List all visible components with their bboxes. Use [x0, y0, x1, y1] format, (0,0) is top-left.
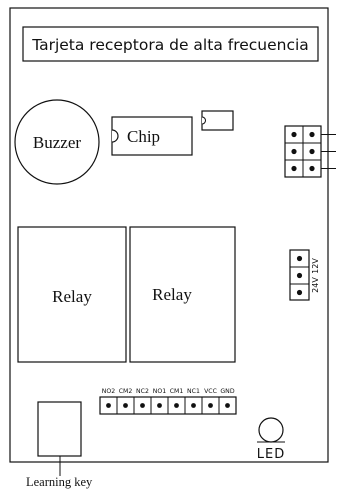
board-title: Tarjeta receptora de alta frecuencia	[31, 36, 309, 54]
voltage-jumper	[289, 249, 310, 301]
relay-1-label: Relay	[52, 287, 92, 306]
pin-label-cm1: CM1	[170, 388, 184, 395]
led-label: LED	[257, 447, 285, 462]
buzzer-label: Buzzer	[33, 133, 81, 152]
pin-label-gnd: GND	[220, 388, 234, 395]
voltage-12v-label: 12V	[311, 258, 320, 274]
pin-label-cm2: CM2	[119, 388, 133, 395]
pin-label-no2: NO2	[102, 388, 115, 395]
pin-label-no1: NO1	[153, 388, 166, 395]
relay-2-label: Relay	[152, 285, 192, 304]
learning-key-label: Learning key	[26, 475, 93, 489]
buzzer-circle	[14, 99, 100, 185]
pin-label-nc1: NC1	[187, 388, 200, 395]
relay-1-body	[17, 226, 127, 363]
board-outline	[9, 7, 329, 463]
pin-label-nc2: NC2	[136, 388, 149, 395]
title-box	[22, 26, 319, 62]
learning-key-button	[37, 401, 82, 457]
voltage-24v-label: 24V	[311, 277, 320, 293]
terminal-block	[99, 396, 237, 415]
led-circle	[258, 417, 284, 443]
crystal-component	[201, 110, 234, 131]
chip-label: Chip	[127, 127, 160, 146]
pin-label-vcc: VCC	[204, 388, 217, 395]
relay-2-body	[129, 226, 236, 363]
crystal-notch	[201, 116, 206, 125]
chip-notch	[111, 129, 119, 143]
